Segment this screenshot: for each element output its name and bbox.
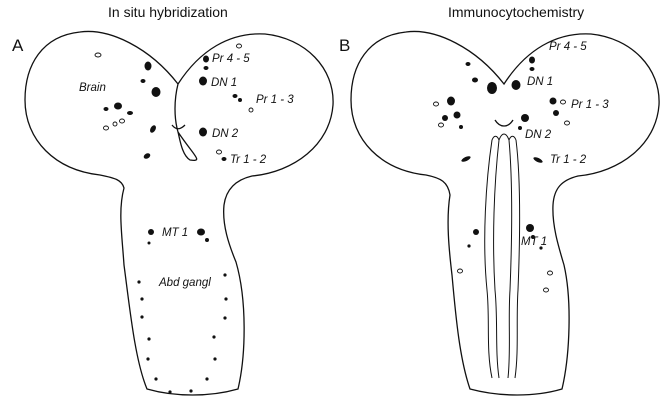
label-b-mt1: MT 1 (521, 236, 547, 248)
label-b-pr13: Pr 1 - 3 (571, 99, 609, 111)
label-a-mt1: MT 1 (162, 227, 188, 239)
panel-b-notch (495, 120, 513, 126)
label-abd-gangl: Abd gangl (158, 277, 211, 289)
panel-b-nervous-system: Pr 4 - 5 DN 1 Pr 1 - 3 DN 2 Tr 1 - 2 MT … (351, 31, 659, 395)
panel-b-outline (351, 31, 659, 395)
panel-a-outline (25, 31, 333, 395)
label-b-tr12: Tr 1 - 2 (550, 154, 587, 166)
panel-a-notch (172, 125, 185, 129)
label-b-pr45: Pr 4 - 5 (549, 41, 587, 53)
label-b-dn2: DN 2 (525, 129, 552, 141)
panel-a-nervous-system: Brain Pr 4 - 5 DN 1 Pr 1 - 3 DN 2 Tr 1 -… (25, 31, 333, 395)
label-a-pr45: Pr 4 - 5 (212, 53, 250, 65)
label-brain: Brain (79, 82, 106, 94)
panel-a-cells-filled (104, 56, 243, 394)
label-a-pr13: Pr 1 - 3 (256, 94, 294, 106)
label-a-dn1: DN 1 (211, 77, 237, 89)
label-b-dn1: DN 1 (527, 76, 553, 88)
label-a-tr12: Tr 1 - 2 (230, 154, 267, 166)
label-a-dn2: DN 2 (212, 128, 239, 140)
panel-b-connectives (485, 134, 520, 378)
